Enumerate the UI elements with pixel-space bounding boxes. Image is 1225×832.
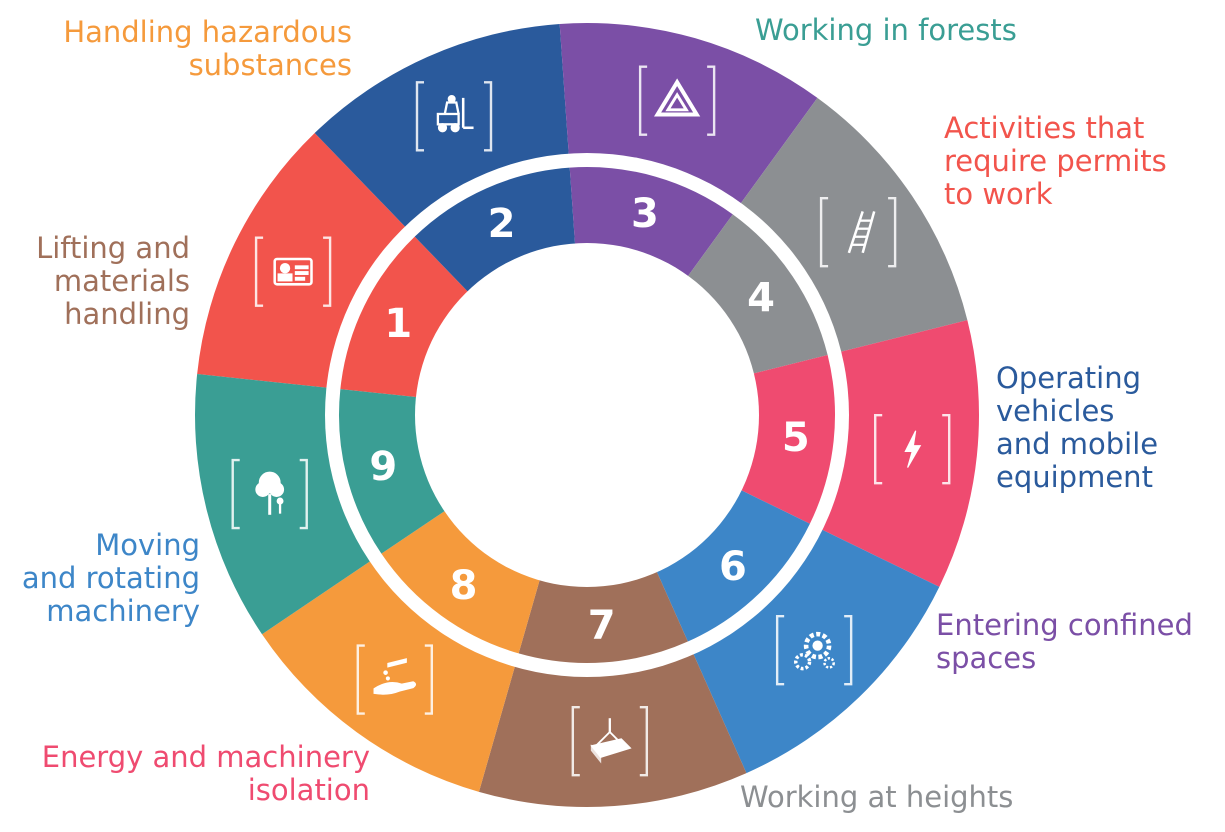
outer-segment-1 xyxy=(197,133,407,388)
icon-bracket xyxy=(571,706,649,777)
hazardous-hands-icon-glyph xyxy=(373,658,417,695)
ring-center xyxy=(415,243,759,587)
outer-segment-5 xyxy=(820,320,979,587)
ladder-icon-glyph xyxy=(847,211,876,254)
permit-card-icon-glyph xyxy=(273,257,313,286)
inner-segment-7 xyxy=(518,570,688,663)
label-hazardous-substances: Handling hazardous substances xyxy=(63,15,352,82)
segment-number-5: 5 xyxy=(782,415,810,461)
label-lifting-materials: Lifting and materials handling xyxy=(36,231,190,331)
segment-number-8: 8 xyxy=(450,563,478,609)
inner-segment-3 xyxy=(569,166,733,278)
label-working-at-heights: Working at heights xyxy=(740,780,1014,814)
permit-card-icon xyxy=(254,236,332,307)
icon-bracket xyxy=(415,81,493,152)
inner-ring xyxy=(339,166,835,663)
outer-segment-8 xyxy=(262,560,516,792)
confined-space-icon-glyph xyxy=(654,78,701,117)
outer-segment-4 xyxy=(739,97,968,353)
segment-icons xyxy=(231,65,951,777)
inner-segment-6 xyxy=(656,489,810,642)
label-working-in-forests: Working in forests xyxy=(755,13,1017,47)
label-confined-spaces: Entering confined spaces xyxy=(936,608,1193,675)
icon-bracket xyxy=(874,413,951,485)
icon-bracket xyxy=(638,65,716,136)
hazardous-hands-icon xyxy=(356,644,433,715)
icon-bracket xyxy=(356,644,433,715)
gears-icon xyxy=(775,615,853,686)
gears-icon-glyph xyxy=(794,631,835,671)
label-permits-to-work: Activities that require permits to work xyxy=(944,111,1167,211)
tree-icon xyxy=(231,458,308,530)
crane-load-icon xyxy=(571,706,649,777)
outer-segment-6 xyxy=(692,528,940,774)
segment-number-6: 6 xyxy=(719,544,747,590)
segment-number-2: 2 xyxy=(488,201,516,247)
lightning-icon-glyph xyxy=(904,430,922,468)
inner-segment-2 xyxy=(414,167,576,293)
icon-bracket xyxy=(231,458,308,530)
outer-segment-7 xyxy=(478,652,747,807)
tree-icon-glyph xyxy=(255,471,285,515)
forklift-icon xyxy=(415,81,493,152)
confined-space-icon xyxy=(638,65,716,136)
inner-segment-9 xyxy=(339,389,447,554)
forklift-icon-glyph xyxy=(436,94,474,133)
segment-number-1: 1 xyxy=(384,301,412,347)
icon-bracket xyxy=(819,196,897,268)
segment-number-7: 7 xyxy=(588,602,616,648)
inner-segment-5 xyxy=(739,355,835,524)
label-energy-isolation: Energy and machinery isolation xyxy=(41,740,370,807)
inner-segment-4 xyxy=(686,214,828,374)
segment-numbers: 1 2 3 4 5 6 7 8 9 xyxy=(369,191,809,648)
icon-bracket xyxy=(775,615,853,686)
segment-number-3: 3 xyxy=(631,191,659,237)
icon-bracket xyxy=(254,236,332,307)
inner-segment-1 xyxy=(340,236,469,398)
label-operating-vehicles: Operating vehicles and mobile equipment xyxy=(996,361,1159,494)
ladder-icon xyxy=(819,196,897,268)
inner-segment-8 xyxy=(381,510,541,654)
label-moving-machinery: Moving and rotating machinery xyxy=(21,528,200,628)
segment-number-9: 9 xyxy=(369,444,397,490)
lightning-icon xyxy=(874,413,951,485)
segment-number-4: 4 xyxy=(747,276,775,322)
crane-load-icon-glyph xyxy=(590,718,632,764)
